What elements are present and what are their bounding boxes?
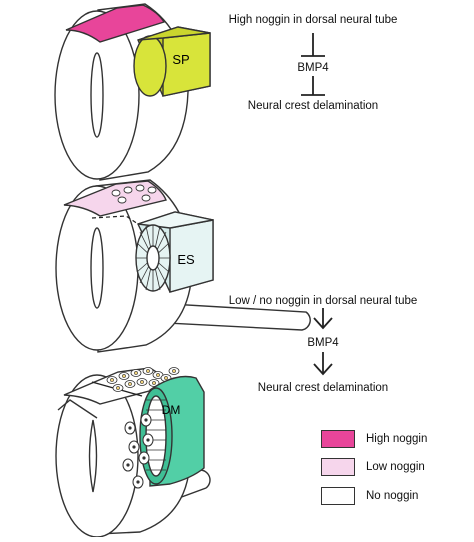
- swatch-low-noggin: [321, 458, 355, 476]
- inhibition-arrows-top: [301, 33, 325, 96]
- legend-label: High noggin: [366, 433, 428, 445]
- top-line-2: BMP4: [297, 62, 329, 74]
- somite-SP: [133, 26, 211, 97]
- somite-DM: [139, 375, 205, 487]
- top-line-3: Neural crest delamination: [247, 100, 379, 112]
- dorsal-roof-high-noggin: [65, 4, 166, 43]
- legend-item-no-noggin: No noggin: [321, 486, 418, 506]
- swatch-no-noggin: [321, 487, 355, 505]
- legend-label: No noggin: [366, 490, 419, 502]
- swatch-high-noggin: [321, 430, 355, 448]
- block-label-DM: DM: [162, 403, 181, 417]
- legend-item-high-noggin: High noggin: [321, 429, 427, 449]
- somite-ES: [135, 211, 214, 293]
- block-label-ES: ES: [177, 252, 195, 267]
- middle-line-2: BMP4: [307, 337, 339, 349]
- top-line-1: High noggin in dorsal neural tube: [228, 14, 398, 26]
- neural-crest-cells-bottom: [106, 367, 180, 392]
- legend-label: Low noggin: [366, 461, 425, 473]
- activation-arrows-middle: [313, 308, 333, 376]
- block-label-SP: SP: [172, 52, 189, 67]
- neural-tube-bottom: [55, 367, 211, 538]
- middle-line-3: Neural crest delamination: [257, 382, 389, 394]
- middle-line-1: Low / no noggin in dorsal neural tube: [228, 295, 418, 307]
- legend-item-low-noggin: Low noggin: [321, 457, 425, 477]
